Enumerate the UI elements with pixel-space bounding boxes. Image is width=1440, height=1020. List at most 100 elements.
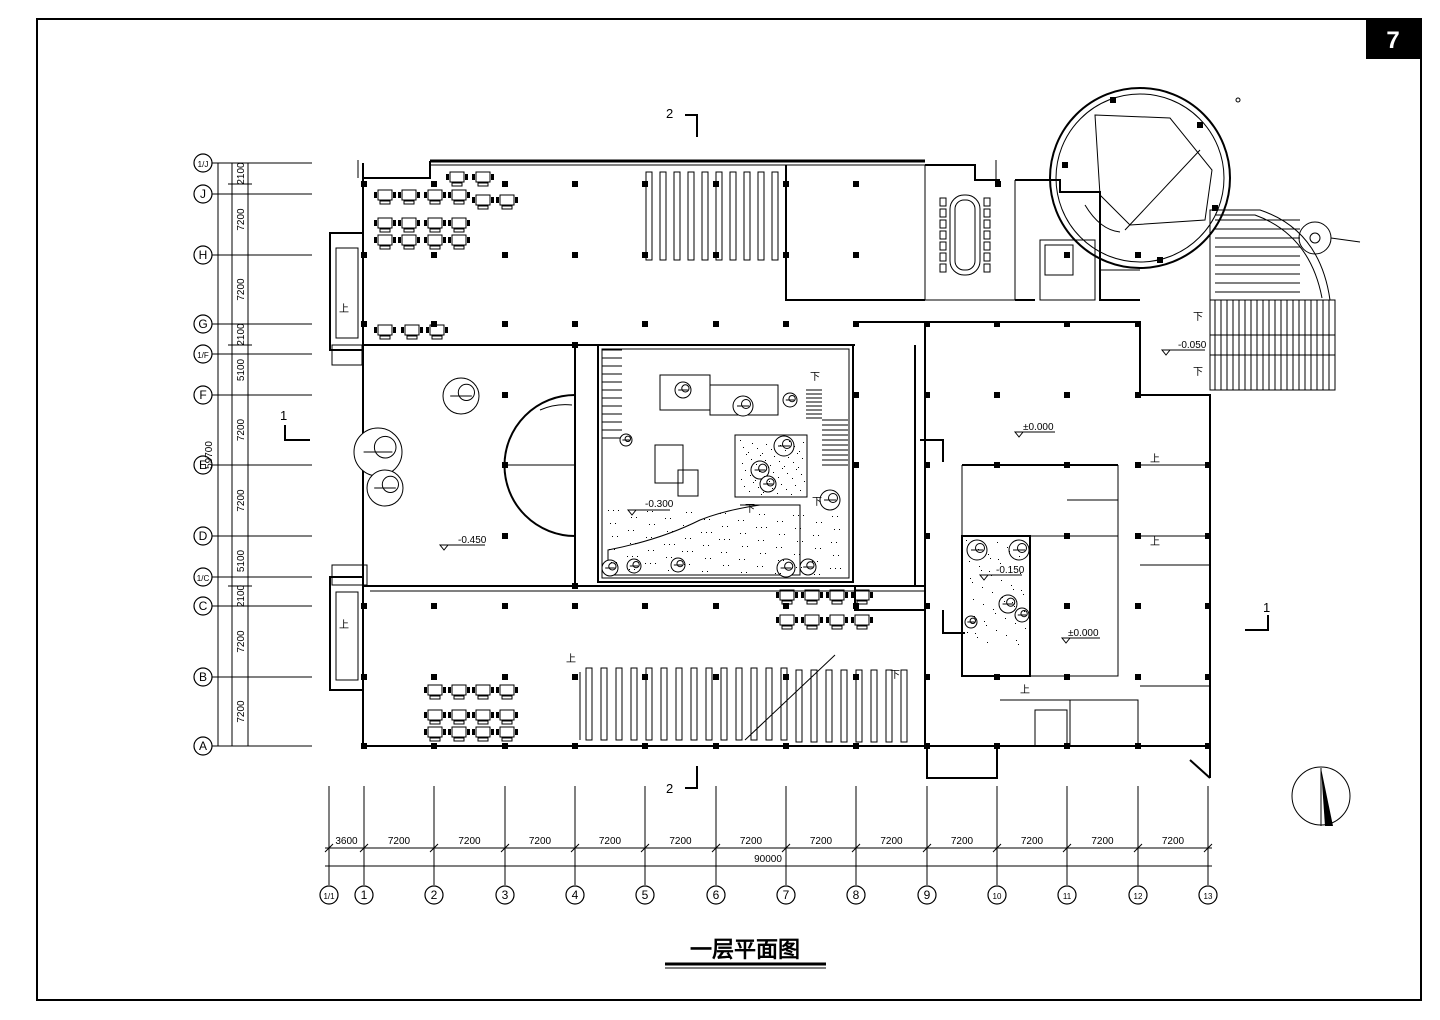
paving-dot (782, 468, 783, 469)
left-dim-label: 5100 (236, 358, 247, 381)
paving-dot (723, 565, 724, 566)
column (361, 743, 367, 749)
stair-tread (645, 667, 653, 741)
column (1064, 533, 1070, 539)
paving-dot (631, 517, 632, 518)
chair (939, 252, 947, 262)
paving-dot (762, 566, 763, 567)
column (642, 321, 648, 327)
chair (983, 219, 991, 229)
stair-tread (659, 171, 667, 261)
grid-row-bubble: B (193, 667, 213, 687)
paving-dot (1013, 589, 1014, 590)
paving-dot (802, 458, 803, 459)
column (1135, 321, 1141, 327)
paving-dot (627, 556, 628, 557)
paving-dot (758, 487, 759, 488)
column (1064, 674, 1070, 680)
bottom-dim-label: 7200 (1091, 836, 1114, 847)
table-set (826, 614, 848, 630)
chair (983, 208, 991, 218)
column (924, 533, 930, 539)
stair-up-label-4: 上 (1020, 684, 1030, 696)
column (431, 252, 437, 258)
table-set (496, 726, 518, 742)
stair-tread (720, 667, 728, 741)
stair-up-label-6: 上 (1150, 536, 1160, 548)
paving-dot (710, 558, 711, 559)
paving-dot (729, 539, 730, 540)
table-set (424, 726, 446, 742)
column (1135, 392, 1141, 398)
paving-dot (746, 454, 747, 455)
section-marks: 1 1 2 2 (280, 106, 1270, 796)
column (1212, 205, 1218, 211)
stair-tread (765, 667, 773, 741)
paving-dot (742, 546, 743, 547)
grid-col-label: 8 (853, 888, 860, 902)
table-set (472, 726, 494, 742)
paving-dot (757, 566, 758, 567)
column (783, 603, 789, 609)
tree-icon (750, 460, 770, 480)
paving-dot (1012, 602, 1013, 603)
column (1205, 462, 1211, 468)
paving-dot (990, 558, 991, 559)
conference-table (949, 194, 981, 276)
column (713, 674, 719, 680)
grid-col-bubble: 4 (565, 885, 585, 905)
paving-dot (686, 512, 687, 513)
paving-dot (801, 474, 802, 475)
paving-dot (778, 477, 779, 478)
table-set (472, 171, 494, 187)
paving-dot (997, 542, 998, 543)
column (1064, 252, 1070, 258)
bottom-dim-label: 7200 (599, 836, 622, 847)
grid-col-bubble: 6 (706, 885, 726, 905)
column (431, 603, 437, 609)
column (572, 181, 578, 187)
tree-icon (353, 427, 403, 477)
chair (939, 230, 947, 240)
column (431, 743, 437, 749)
paving-dot (748, 452, 749, 453)
paving-dot (741, 572, 742, 573)
table-set (472, 194, 494, 210)
tree-icon (1014, 607, 1030, 623)
paving-dot (611, 562, 612, 563)
dining-tables (374, 171, 991, 742)
paving-dot (760, 553, 761, 554)
paving-dot (756, 527, 757, 528)
paving-dot (761, 527, 762, 528)
paving-dot (672, 531, 673, 532)
paving-dot (802, 541, 803, 542)
paving-dot (690, 538, 691, 539)
paving-dot (816, 522, 817, 523)
stair-down-label-2: 下 (1193, 367, 1203, 378)
grid-row-label: A (199, 739, 207, 753)
left-dim-label: 7200 (236, 489, 247, 512)
column (572, 743, 578, 749)
paving-dot (767, 483, 768, 484)
paving-dot (709, 519, 710, 520)
atrium-garden (607, 374, 808, 576)
paving-dot (1005, 618, 1006, 619)
paving-dot (674, 544, 675, 545)
paving-dot (1002, 597, 1003, 598)
grid-col-bubble: 3 (495, 885, 515, 905)
stair-tread (780, 667, 788, 741)
column (994, 674, 1000, 680)
grid-col-label: 5 (642, 888, 649, 902)
grid-col-label: 2 (431, 888, 438, 902)
paving-dot (1010, 568, 1011, 569)
grid-col-bubble: 1/1 (319, 885, 339, 905)
column (783, 743, 789, 749)
paving-dot (1024, 611, 1025, 612)
chair (983, 263, 991, 273)
column (853, 392, 859, 398)
paving-dot (1009, 551, 1010, 552)
column (502, 392, 508, 398)
paving-dot (722, 526, 723, 527)
paving-dot (775, 573, 776, 574)
